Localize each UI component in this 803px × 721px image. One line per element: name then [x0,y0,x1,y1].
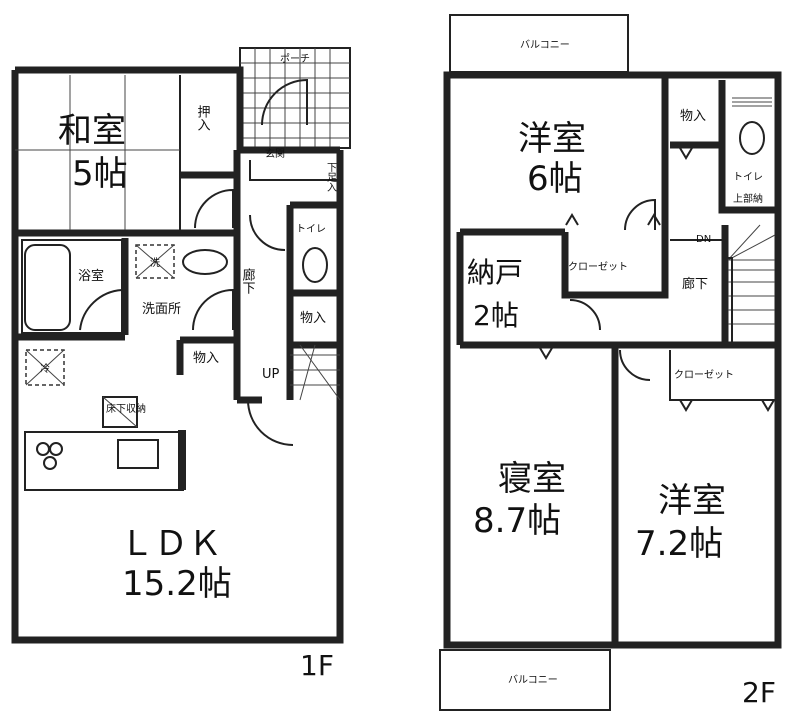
label-toilet-2f: トイレ [733,172,763,183]
room-name-ldk: ＬＤＫ [120,524,222,564]
kitchen-counter [24,431,184,491]
room-name-nando: 納戸 [467,256,523,289]
floor-2: バルコニー バルコニー 洋室 6帖 物入 トイレ 上部納 納戸 2帖 クローゼッ… [439,14,782,711]
underfloor-storage [102,396,138,428]
room-name-youshitsu-6: 洋室 [518,119,586,159]
bathtub [24,244,71,331]
room-size-nando: 2帖 [473,299,519,332]
label-up: UP [262,367,280,382]
fridge-space [25,349,65,386]
room-name-youshitsu-72: 洋室 [658,481,726,521]
label-fridge: 冷 [40,362,50,375]
label-balcony-bottom: バルコニー [508,674,558,686]
wash-basin [182,249,228,275]
label-underfloor: 床下収納 [106,402,146,415]
toilet-fixture [302,247,328,283]
label-genkan: 玄関 [265,147,285,160]
label-dn: DN [696,234,711,245]
label-oshiire: 押入 [195,105,211,131]
room-name-bedroom: 寝室 [498,459,566,499]
label-getabako: 下足入 [325,162,337,192]
label-washroom: 洗面所 [142,302,181,317]
label-storage-2f: 物入 [680,109,706,124]
room-size-youshitsu-6: 6帖 [527,159,583,199]
room-name-washitsu: 和室 [58,111,126,151]
label-storage-1f-a: 物入 [300,311,326,326]
stove-burner-icon [36,442,50,456]
floor-label-2f: 2F [742,676,776,709]
sink [117,439,159,469]
label-porch: ポーチ [280,53,310,65]
room-size-washitsu: 5帖 [72,154,128,194]
label-corridor-1f: 廊下 [240,267,256,294]
balcony-bottom [439,649,611,711]
label-bath: 浴室 [78,268,104,284]
label-storage-1f-b: 物入 [193,351,219,366]
label-corridor-2f: 廊下 [682,276,708,292]
room-size-youshitsu-72: 7.2帖 [635,524,723,564]
label-closet-b: クローゼット [674,369,734,381]
floor-label-1f: 1F [300,649,334,682]
room-size-bedroom: 8.7帖 [473,501,561,541]
label-upper-storage: 上部納 [733,192,763,205]
label-balcony-top: バルコニー [520,39,570,51]
toilet-fixture-2f [739,121,765,155]
label-toilet-1f: トイレ [296,224,326,235]
label-closet-a: クローゼット [568,261,628,273]
room-size-ldk: 15.2帖 [122,564,232,604]
floor-1: 和室 5帖 押入 ポーチ 玄関 下足入 浴室 洗 洗面所 廊下 トイレ 物入 物… [11,47,351,682]
label-washer: 洗 [150,257,160,269]
